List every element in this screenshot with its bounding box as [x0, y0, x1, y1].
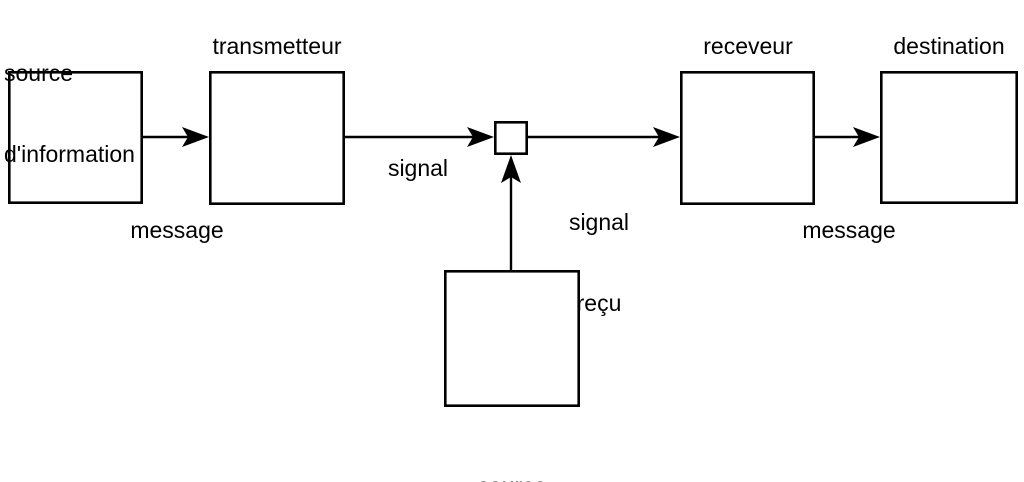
- label-source-de-bruit: source de bruit: [437, 419, 587, 482]
- label-source-information-line1: source: [4, 60, 74, 86]
- label-source-information: source d'information: [4, 6, 204, 222]
- arrow-head-junction-to-receveur: [653, 127, 680, 147]
- node-transmetteur[interactable]: [209, 71, 345, 205]
- label-signal-recu: signal reçu: [546, 155, 652, 371]
- label-message-left: message: [130, 217, 224, 243]
- node-destination[interactable]: [879, 71, 1018, 204]
- node-junction-square[interactable]: [493, 121, 528, 156]
- label-destination: destination: [893, 33, 1005, 59]
- arrow-head-transmetteur-to-junction: [467, 127, 494, 147]
- label-signal-recu-line1: signal: [568, 209, 630, 235]
- node-source-information[interactable]: [8, 71, 143, 204]
- label-source-de-bruit-line1: source: [437, 473, 587, 482]
- label-source-information-line2: d'information: [4, 141, 135, 167]
- node-receveur[interactable]: [679, 71, 815, 205]
- label-signal-recu-line2: reçu: [576, 290, 622, 316]
- label-receveur: receveur: [703, 33, 793, 59]
- arrow-head-receveur-to-destination: [853, 127, 880, 147]
- arrow-head-noise-to-junction: [501, 155, 521, 183]
- node-source-de-bruit[interactable]: [443, 269, 580, 407]
- label-transmetteur: transmetteur: [212, 33, 342, 59]
- label-message-right: message: [802, 217, 896, 243]
- label-signal: signal: [387, 155, 449, 181]
- arrow-head-source-to-transmetteur: [182, 127, 209, 147]
